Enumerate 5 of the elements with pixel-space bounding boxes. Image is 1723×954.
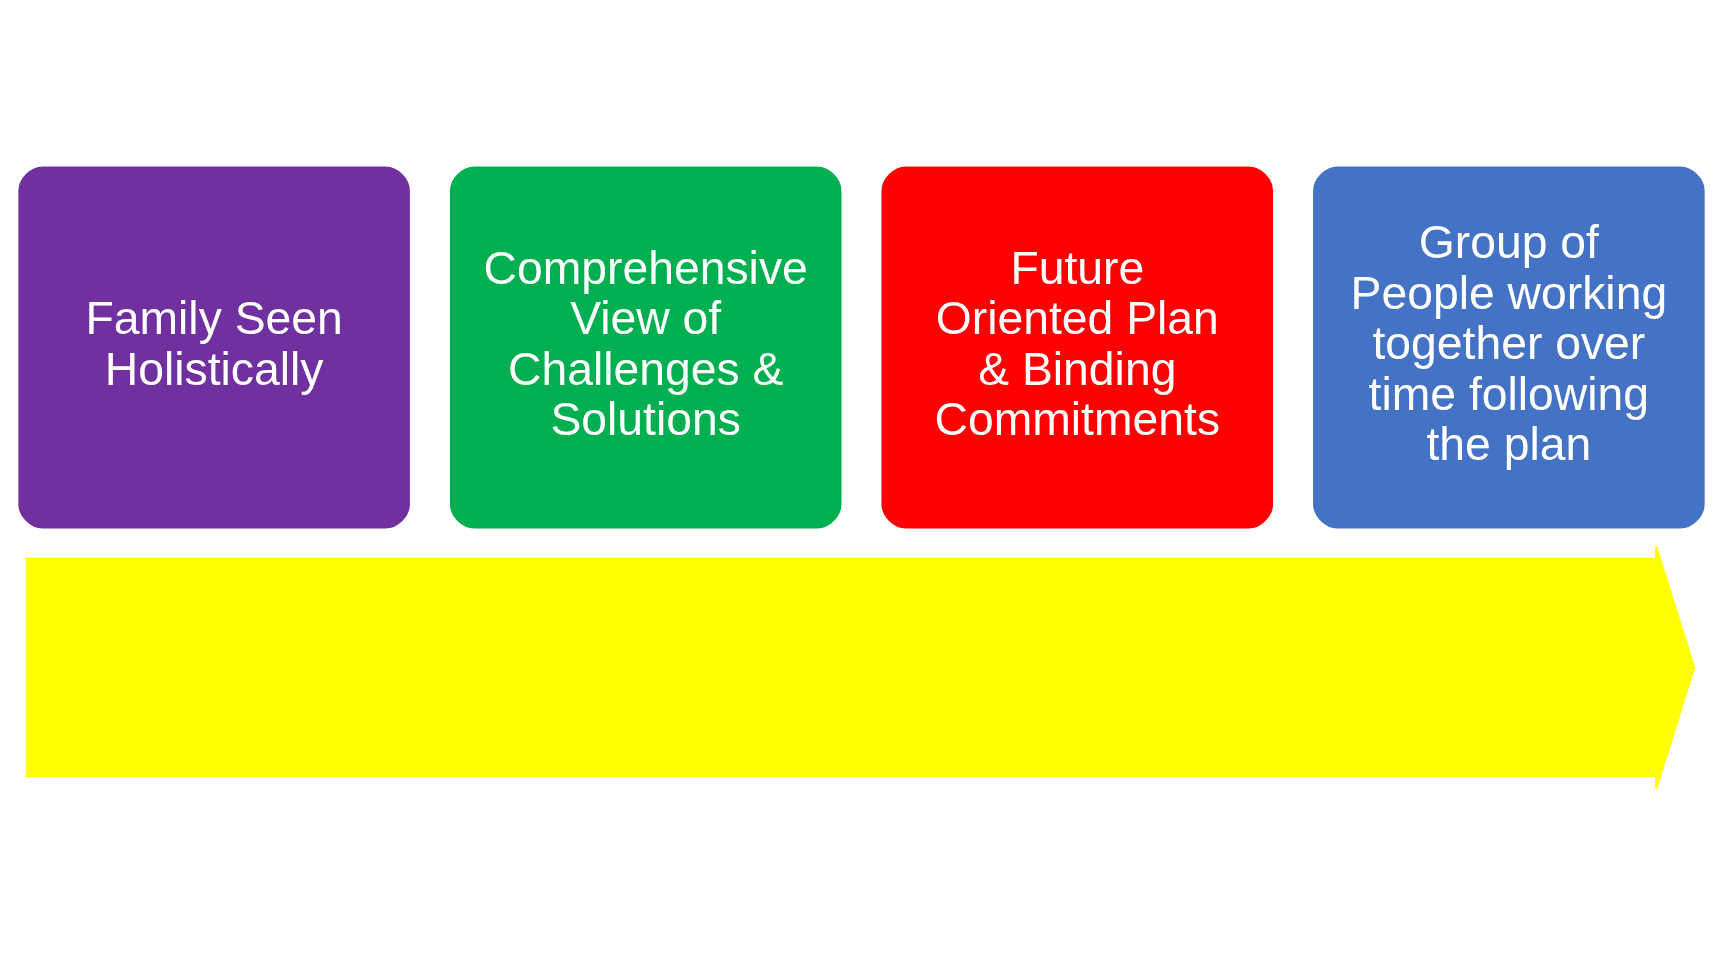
node-box: Family Seen Holistically — [16, 164, 413, 531]
node-box: Group of People working together over time following the plan — [1310, 164, 1707, 531]
node-arrow — [25, 545, 1696, 790]
node-box: Comprehensive View of Challenges & Solutions — [447, 164, 844, 531]
node-box: Future Oriented Plan & Binding Commitments — [879, 164, 1276, 531]
